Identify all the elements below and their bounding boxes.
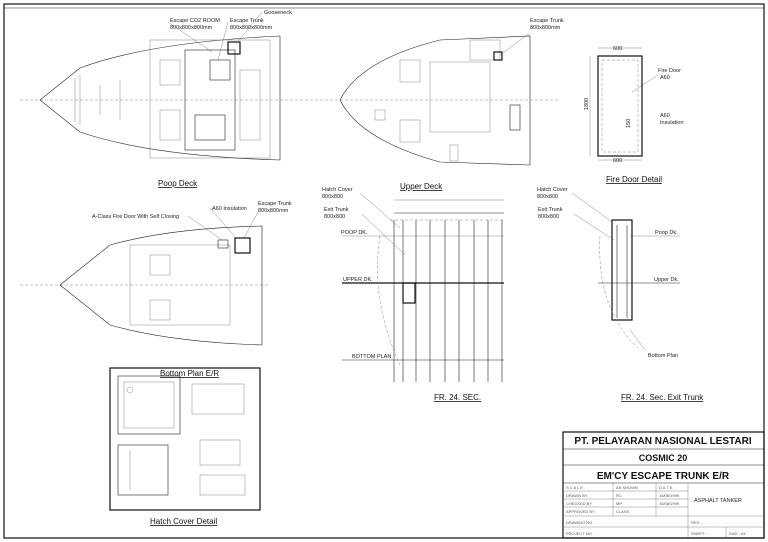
date-field: D A T E [659, 485, 673, 490]
escape-co2-size: 800x800x800mm [170, 25, 213, 31]
fire-door-width-top: 600 [613, 46, 622, 52]
date-2: 15/08/1999 [659, 501, 680, 506]
fire-door-title: Fire Door Detail [606, 175, 662, 184]
drawn-field: DRAWN BY [566, 493, 588, 498]
poop-deck-title: Poop Deck [158, 179, 198, 188]
fr24-exit-trunk-size: 800x800 [324, 214, 345, 220]
upper-escape-trunk-label: Escape Trunk [530, 18, 564, 24]
hatch-cover-title: Hatch Cover Detail [150, 517, 217, 526]
title-block: PT. PELAYARAN NASIONAL LESTARI COSMIC 20… [562, 431, 765, 539]
fr24-exit-trunk-label: Exit Trunk [324, 207, 349, 213]
exit-poop-dk-label: Poop Dk. [655, 230, 678, 236]
exit-upper-dk-label: Upper Dk. [654, 277, 679, 283]
poop-deck-view: Gooseneck Escape CO2 ROOM 800x800x800mm … [20, 10, 300, 188]
fr24-hatch-cover-label: Hatch Cover [322, 187, 353, 193]
bottom-escape-trunk-size: 800x800mm [258, 208, 289, 214]
ship-name: COSMIC 20 [639, 453, 688, 463]
fire-door-detail-view: 600 600 1800 150 Fire Door A60 A60 Insul… [584, 46, 684, 184]
insulation-rating: A60 [660, 113, 670, 119]
fire-door-width-bottom: 600 [613, 158, 622, 164]
company-name: PT. PELAYARAN NASIONAL LESTARI [574, 436, 751, 447]
exit-exit-trunk-label: Exit Trunk [538, 207, 563, 213]
date-1: 15/08/1999 [659, 493, 680, 498]
bottom-plan-view: A60 Insulation A-Class Fire Door With Se… [20, 201, 292, 378]
fr24-hatch-cover-size: 800x800 [322, 194, 343, 200]
fire-door-rating: A60 [660, 75, 670, 81]
gooseneck-label: Gooseneck [264, 10, 292, 16]
drawn-by: RC [616, 493, 622, 498]
escape-trunk-label: Escape Trunk [230, 18, 264, 24]
sheet-size: SIZE : A1 [729, 531, 747, 536]
exit-bottom-plan-label: Bottom Plan [648, 353, 678, 359]
fire-door-self-closing-label: A-Class Fire Door With Self Closing [92, 214, 179, 220]
upper-escape-trunk-size: 800x800mm [530, 25, 561, 31]
fr24-upper-dk-label: UPPER DK. [343, 277, 373, 283]
drawing-no: DRAWING NO : [566, 520, 595, 525]
exit-exit-trunk-size: 800x800 [538, 214, 559, 220]
scale-field: S C A L E [566, 485, 583, 490]
checked-by: MP [616, 501, 622, 506]
fr24-section-view: Hatch Cover 800x800 Exit Trunk 800x800 P… [322, 187, 504, 402]
checked-field: CHECKED BY [566, 501, 592, 506]
fr24-exit-trunk-title: FR. 24. Sec. Exit Trunk [621, 393, 704, 402]
revision: REV. : - [691, 520, 705, 525]
hatch-cover-detail-view: Hatch Cover Detail [109, 367, 261, 526]
approved-field: APPROVED BY [566, 509, 595, 514]
fire-door-height: 1800 [584, 98, 590, 110]
fire-door-label: Fire Door [658, 68, 681, 74]
scale-value: AS SHOWN [616, 485, 638, 490]
exit-hatch-cover-label: Hatch Cover [537, 187, 568, 193]
fr24-section-title: FR. 24. SEC. [434, 393, 481, 402]
bottom-plan-title: Bottom Plan E/R [160, 369, 219, 378]
fr24-exit-trunk-view: Hatch Cover 800x800 Exit Trunk 800x800 P… [537, 187, 704, 402]
escape-trunk-size: 800x800x800mm [230, 25, 273, 31]
a60-insulation-label: A60 Insulation [212, 206, 247, 212]
upper-deck-view: Escape Trunk 800x800mm Upper Deck [300, 18, 564, 191]
fr24-poop-dk-label: POOP DK. [341, 230, 368, 236]
sheet-number: SHEET : - [691, 531, 710, 536]
project-no: PROJECT NO : [566, 531, 594, 536]
insulation-label: Insulation [660, 120, 684, 126]
sheet-border [3, 3, 765, 539]
approved-by: CLASS [616, 509, 629, 514]
bottom-escape-trunk-label: Escape Trunk [258, 201, 292, 207]
upper-deck-title: Upper Deck [400, 182, 443, 191]
ship-type: ASPHALT TANKER [694, 498, 742, 504]
drawing-title: EM'CY ESCAPE TRUNK E/R [597, 471, 730, 482]
fr24-bottom-plan-label: BOTTOM PLAN [352, 354, 391, 360]
exit-hatch-cover-size: 800x800 [537, 194, 558, 200]
fire-door-sill: 150 [626, 119, 632, 128]
escape-co2-label: Escape CO2 ROOM [170, 18, 220, 24]
